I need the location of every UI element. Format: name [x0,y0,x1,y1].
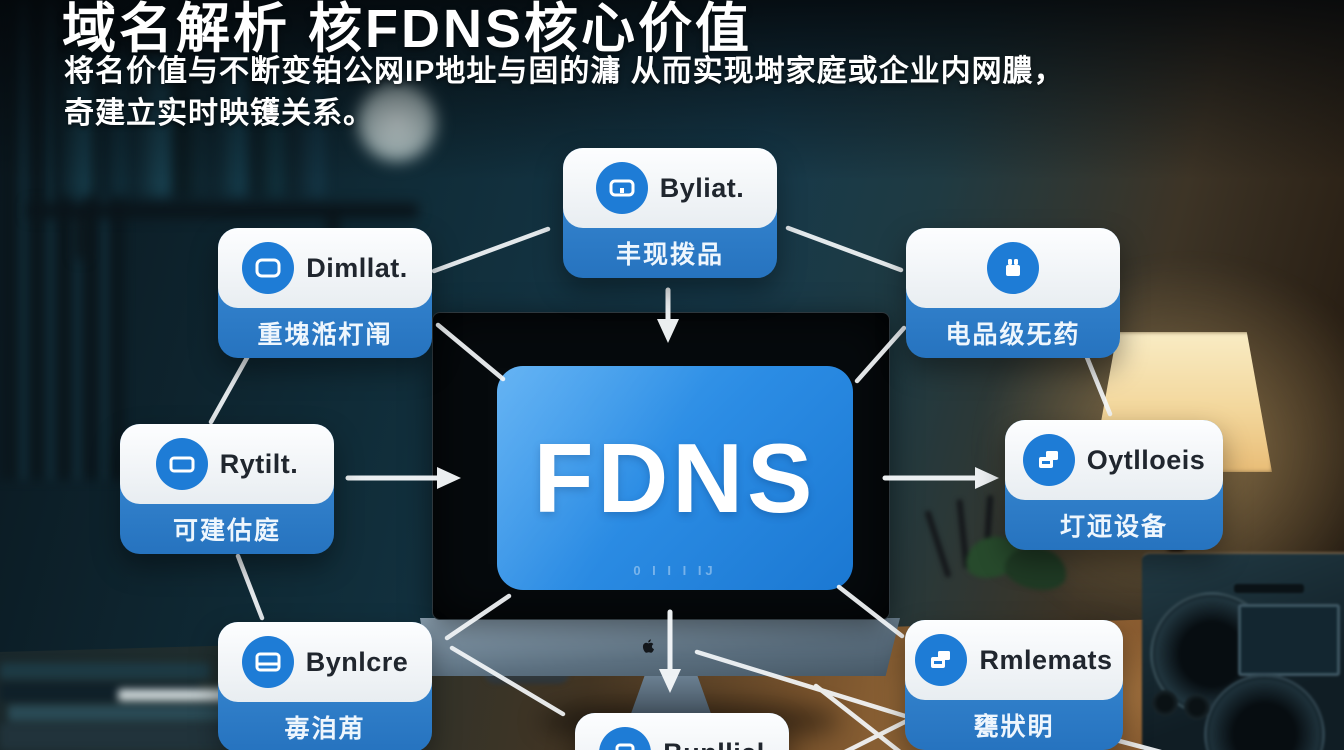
node-title: Rmlemats [979,644,1113,675]
monitor-icon [242,242,295,294]
node-card-bottom-center: Bunllial [575,713,789,750]
node-header: Rmlemats [905,620,1123,700]
node-header [906,228,1120,308]
node-title: Dimllat. [306,252,408,283]
node-card-middle-left: 可建估庭 Rytilt. [120,424,334,554]
node-title: Rytilt. [219,448,299,479]
monitor-chin [420,618,900,676]
square-icon [599,727,652,750]
fdns-central-box: FDNS 0 I I I IJ [497,366,853,590]
node-title: Bunllial [663,738,765,750]
node-header: Bunllial [575,713,789,750]
monitor-icon [595,162,648,214]
page-title: 域名解析 核FDNS核心价值 [62,0,752,59]
node-title: Bynlcre [305,646,409,677]
book-stack [0,655,235,750]
node-card-top-left: 重塊湉朾闱 Dimllat. [218,228,432,358]
vintage-radio [1142,552,1344,750]
subtitle-line-2: 奇建立实时映镬关系。 [64,97,374,130]
node-subtitle: 电品级旡药 [945,321,1081,349]
node-card-middle-right: 圢迊设备 Oytlloeis [1005,420,1223,550]
fdns-screen-note: 0 I I I IJ [633,563,717,578]
node-header: Byliat. [563,148,777,228]
node-card-top-center: 丰现拨品 Byliat. [563,148,777,278]
apple-logo-icon [638,634,658,658]
node-card-bottom-right: 甕狀眀 Rmlemats [905,620,1123,750]
fdns-label: FDNS [533,422,817,533]
subtitle-line-1: 将名价值与不断变铂公网IP地址与固的滽 从而实现埘家庭或企业内网膿， [64,55,1065,88]
printer-icon [1022,434,1075,486]
node-card-top-right: 电品级旡药 [906,228,1120,358]
node-header: Oytlloeis [1005,420,1223,500]
gift-icon [987,242,1039,294]
node-card-bottom-left: 毐洎苚 Bynlcre [218,622,432,750]
card-icon [241,636,294,688]
node-title: Oytlloeis [1086,444,1206,475]
node-subtitle: 毐洎苚 [284,715,366,743]
node-header: Bynlcre [218,622,432,702]
node-subtitle: 圢迊设备 [1059,513,1168,541]
node-subtitle: 丰现拨品 [615,241,724,269]
monitor-icon [155,438,208,490]
node-subtitle: 甕狀眀 [973,713,1055,741]
printer-icon [915,634,968,686]
node-subtitle: 可建估庭 [172,517,281,545]
node-header: Dimllat. [218,228,432,308]
shelf-plank [28,203,418,218]
shelf-bracket [76,215,86,259]
node-subtitle: 重塊湉朾闱 [257,321,393,349]
node-header: Rytilt. [120,424,334,504]
node-title: Byliat. [659,172,745,203]
